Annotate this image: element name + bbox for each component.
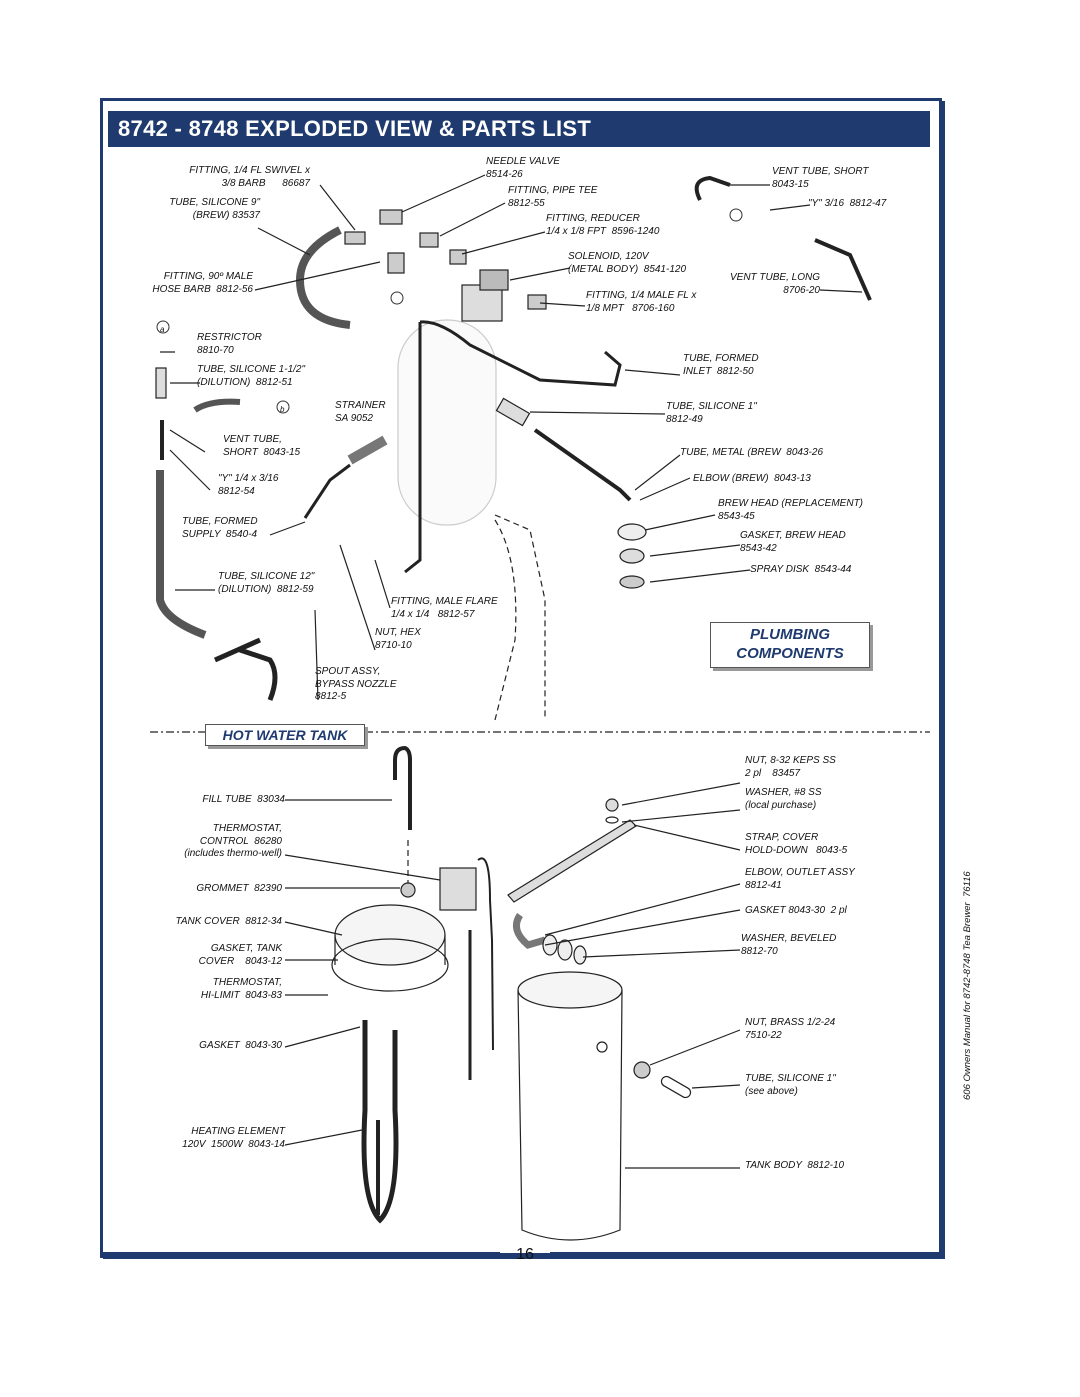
label-vent-tube-short-right: VENT TUBE, SHORT 8043-15 [772, 166, 869, 190]
label-spout-assy: SPOUT ASSY, BYPASS NOZZLE 8812-5 [315, 666, 397, 702]
plumbing-components-badge: PLUMBING COMPONENTS [710, 622, 870, 668]
label-gasket-tank-cover: GASKET, TANK COVER 8043-12 [198, 943, 282, 967]
label-nut-hex: NUT, HEX 8710-10 [375, 627, 421, 651]
label-fitting-male-fl: FITTING, 1/4 MALE FL x 1/8 MPT 8706-160 [586, 290, 697, 314]
label-gasket-8043-30: GASKET 8043-30 [199, 1040, 282, 1051]
callout-letter-a: a [160, 325, 165, 334]
footer-rule-right [550, 1252, 939, 1258]
plumbing-badge-line1: PLUMBING [750, 626, 830, 643]
plumbing-badge-line2: COMPONENTS [736, 645, 844, 662]
label-fitting-reducer: FITTING, REDUCER 1/4 x 1/8 FPT 8596-1240 [546, 213, 660, 237]
label-restrictor: RESTRICTOR 8810-70 [197, 332, 262, 356]
label-tube-silicone-9: TUBE, SILICONE 9" (BREW) 83537 [169, 197, 260, 221]
label-spray-disk: SPRAY DISK 8543-44 [750, 564, 852, 575]
label-tank-body: TANK BODY 8812-10 [745, 1160, 845, 1171]
footer-rule-left [100, 1252, 500, 1258]
label-tank-cover: TANK COVER 8812-34 [175, 916, 282, 927]
label-tube-silicone-1-5: TUBE, SILICONE 1-1/2" (DILUTION) 8812-51 [197, 364, 306, 388]
label-vent-tube-short-left: VENT TUBE, SHORT 8043-15 [223, 434, 301, 458]
page-number: 16 [516, 1246, 534, 1263]
label-tube-metal-brew: TUBE, METAL (BREW 8043-26 [680, 447, 824, 458]
page-title: 8742 - 8748 EXPLODED VIEW & PARTS LIST [108, 111, 930, 147]
label-y-fitting-right: "Y" 3/16 8812-47 [808, 198, 887, 209]
label-elbow-brew: ELBOW (BREW) 8043-13 [693, 473, 811, 484]
label-gasket-2pl: GASKET 8043-30 2 pl [745, 905, 847, 916]
label-brew-head: BREW HEAD (REPLACEMENT) 8543-45 [718, 498, 864, 522]
label-fitting-90-male: FITTING, 90º MALE HOSE BARB 8812-56 [152, 271, 253, 295]
label-tube-silicone-12: TUBE, SILICONE 12" (DILUTION) 8812-59 [218, 571, 315, 595]
label-tube-silicone-1: TUBE, SILICONE 1" 8812-49 [666, 401, 757, 425]
label-strainer: STRAINER SA 9052 [335, 400, 386, 424]
label-grommet: GROMMET 82390 [196, 883, 282, 894]
label-fill-tube: FILL TUBE 83034 [202, 794, 285, 805]
label-tube-formed-supply: TUBE, FORMED SUPPLY 8540-4 [182, 516, 258, 540]
label-fitting-pipe-tee: FITTING, PIPE TEE 8812-55 [508, 185, 598, 209]
label-needle-valve: NEEDLE VALVE 8514-26 [486, 156, 560, 180]
label-nut-brass: NUT, BRASS 1/2-24 7510-22 [745, 1017, 836, 1041]
label-y-fitting-left: "Y" 1/4 x 3/16 8812-54 [218, 473, 279, 497]
label-tube-formed-inlet: TUBE, FORMED INLET 8812-50 [683, 353, 759, 377]
hot-water-tank-badge: HOT WATER TANK [205, 724, 365, 746]
label-tube-silicone-see-above: TUBE, SILICONE 1" (see above) [745, 1073, 836, 1097]
label-washer-beveled: WASHER, BEVELED 8812-70 [741, 933, 837, 957]
label-heating-element: HEATING ELEMENT 120V 1500W 8043-14 [182, 1126, 285, 1150]
side-note: 606 Owners Manual for 8742-8748 Tea Brew… [962, 871, 973, 1100]
label-strap-cover: STRAP, COVER HOLD-DOWN 8043-5 [745, 832, 848, 856]
page-frame [100, 98, 942, 1256]
label-thermostat-control: THERMOSTAT, CONTROL 86280 (includes ther… [184, 823, 282, 859]
label-thermostat-hi-limit: THERMOSTAT, HI-LIMIT 8043-83 [200, 977, 282, 1001]
label-fitting-swivel: FITTING, 1/4 FL SWIVEL x 3/8 BARB 86687 [189, 165, 310, 189]
label-vent-tube-long: VENT TUBE, LONG 8706-20 [729, 272, 820, 296]
label-nut-keps: NUT, 8-32 KEPS SS 2 pl 83457 [745, 755, 836, 779]
label-washer-8-ss: WASHER, #8 SS (local purchase) [745, 787, 822, 811]
callout-letter-b: b [280, 405, 285, 414]
label-fitting-male-flare: FITTING, MALE FLARE 1/4 x 1/4 8812-57 [391, 596, 498, 620]
label-solenoid: SOLENOID, 120V (METAL BODY) 8541-120 [568, 251, 687, 275]
label-gasket-brew-head: GASKET, BREW HEAD 8543-42 [740, 530, 846, 554]
label-elbow-outlet: ELBOW, OUTLET ASSY 8812-41 [745, 867, 855, 891]
